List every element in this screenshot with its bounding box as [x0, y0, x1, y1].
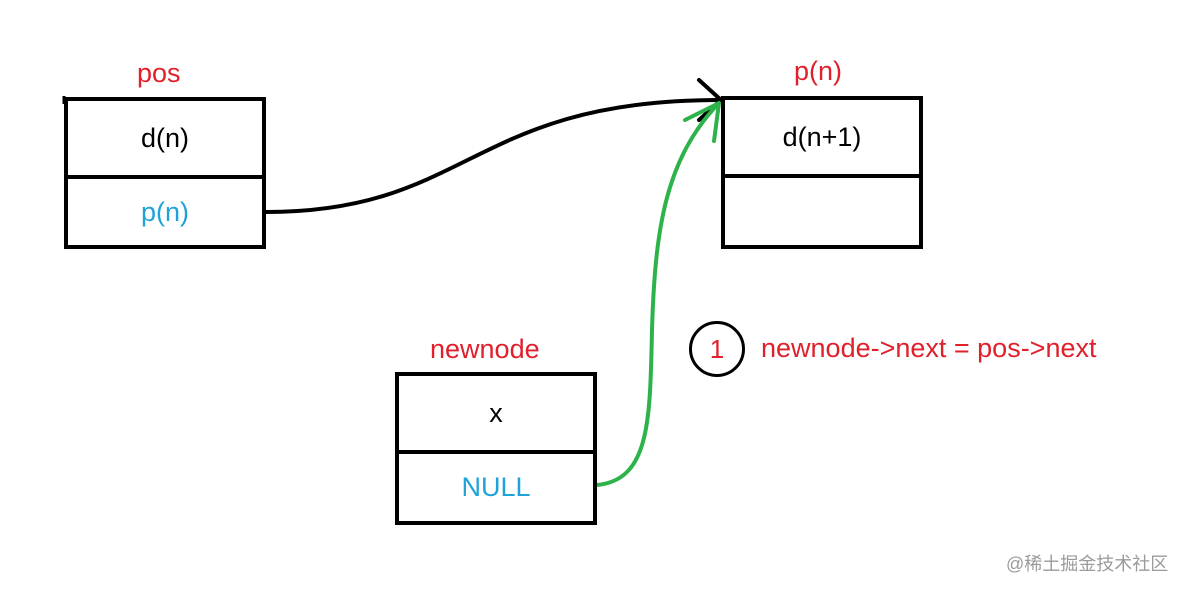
watermark: @稀土掘金技术社区: [1006, 554, 1169, 574]
newnode-next-cell: NULL: [399, 450, 593, 521]
pn-data-cell: d(n+1): [782, 121, 862, 152]
pn-node-title: p(n): [794, 56, 843, 86]
step-number: 1: [709, 333, 725, 364]
newnode-title: newnode: [430, 334, 540, 364]
newnode-next-arrowhead: [683, 101, 721, 143]
newnode-next-arrow: [595, 102, 720, 487]
pos-data-cell: d(n): [140, 122, 189, 153]
pos-node-title: pos: [137, 58, 181, 88]
pos-next-cell: p(n): [68, 175, 262, 245]
pn-next-cell: [725, 174, 919, 245]
pn-node: d(n+1): [721, 96, 923, 249]
pos-node: d(n) p(n): [64, 97, 266, 249]
newnode-node: x NULL: [395, 372, 597, 525]
step-number-circle: 1: [689, 321, 745, 377]
pos-next-arrow: [264, 98, 722, 214]
newnode-data-cell: x: [489, 397, 503, 428]
step-code: newnode->next = pos->next: [761, 333, 1097, 363]
